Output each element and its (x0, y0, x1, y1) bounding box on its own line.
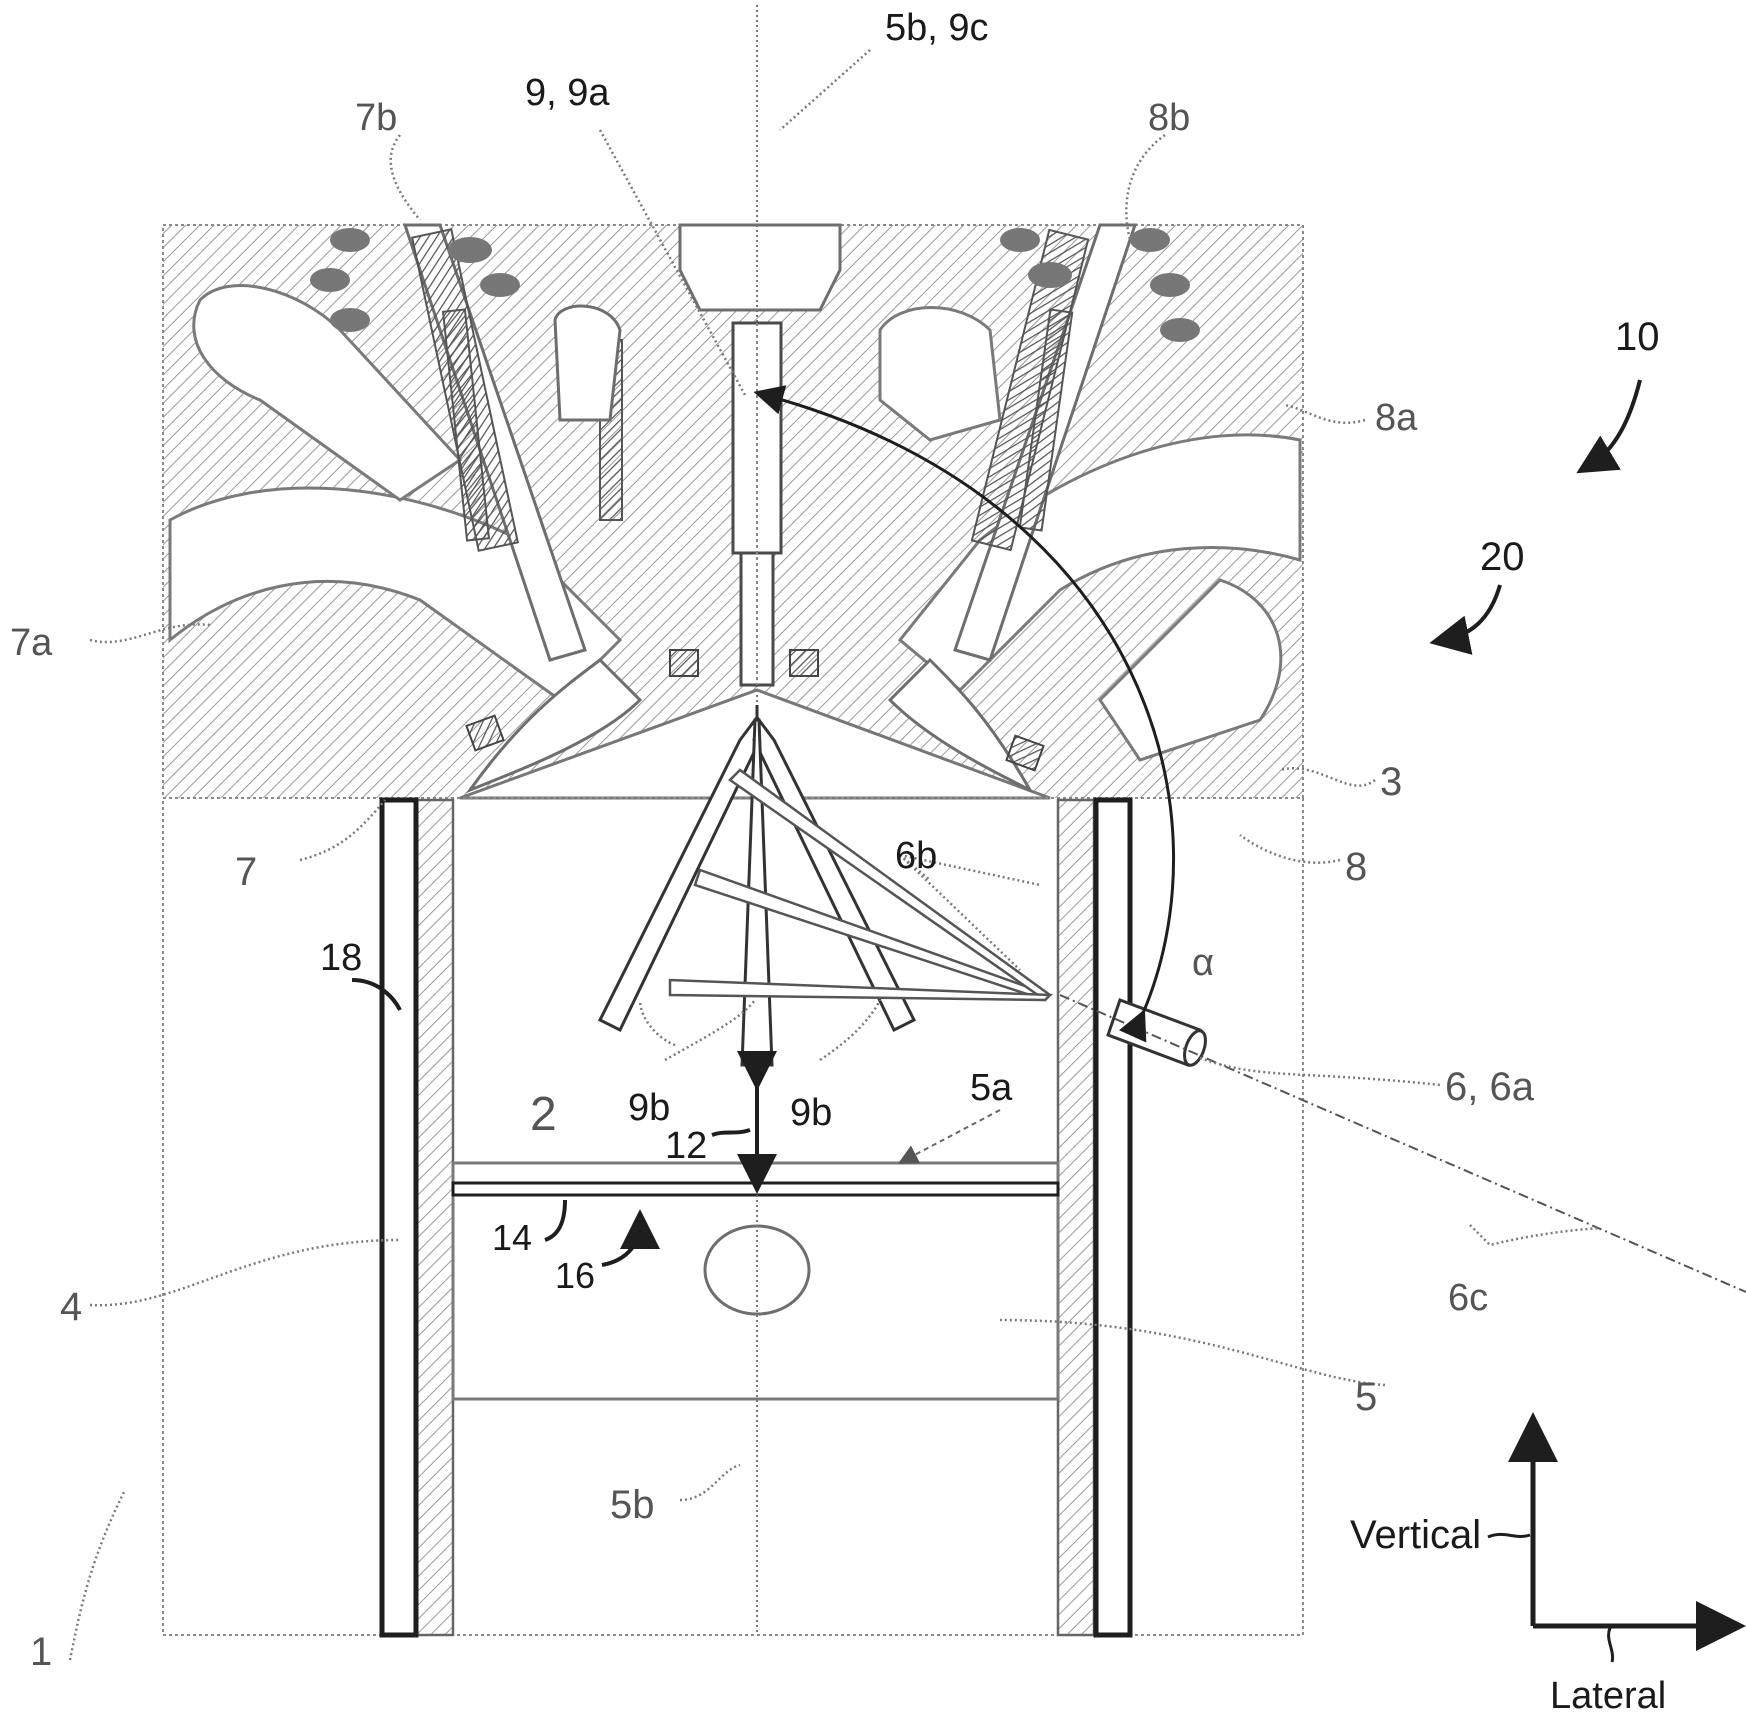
label-7a: 7a (10, 622, 53, 664)
label-lateral: Lateral (1550, 1675, 1666, 1717)
liner-right (1096, 800, 1130, 1635)
label-4: 4 (60, 1285, 82, 1329)
label-16: 16 (555, 1255, 595, 1296)
label-alpha: α (1192, 942, 1214, 984)
lead-5a (905, 1110, 1000, 1160)
piston (453, 1163, 1058, 1399)
label-5b: 5b (610, 1483, 655, 1527)
label-5: 5 (1355, 1375, 1377, 1419)
label-6b: 6b (895, 835, 937, 877)
label-2: 2 (530, 1088, 557, 1141)
label-18: 18 (320, 937, 362, 979)
arrow-10 (1590, 380, 1640, 465)
label-7: 7 (235, 850, 257, 894)
label-3: 3 (1380, 760, 1402, 804)
cylinder-wall-right (1058, 800, 1094, 1635)
label-8a: 8a (1375, 397, 1418, 439)
label-axis-top: 5b, 9c (885, 7, 989, 49)
label-vertical: Vertical (1350, 1513, 1481, 1557)
lead-12 (712, 1130, 750, 1135)
label-10: 10 (1615, 315, 1660, 359)
label-5a: 5a (970, 1067, 1013, 1109)
label-8b: 8b (1148, 97, 1190, 139)
cylinder-wall-left (417, 800, 453, 1635)
label-1: 1 (30, 1630, 52, 1674)
label-9b-right: 9b (790, 1092, 832, 1134)
arrow-20 (1445, 585, 1500, 640)
label-6c: 6c (1448, 1277, 1488, 1319)
label-6-6a: 6, 6a (1445, 1065, 1535, 1109)
label-8: 8 (1345, 845, 1367, 889)
liner-left (382, 800, 416, 1635)
label-7b: 7b (355, 97, 397, 139)
label-12: 12 (665, 1125, 707, 1167)
label-9b-left: 9b (628, 1087, 670, 1129)
injector (733, 323, 781, 685)
label-14: 14 (492, 1217, 532, 1258)
orientation-axes (1488, 1432, 1726, 1662)
label-injector: 9, 9a (525, 72, 610, 114)
label-20: 20 (1480, 535, 1525, 579)
